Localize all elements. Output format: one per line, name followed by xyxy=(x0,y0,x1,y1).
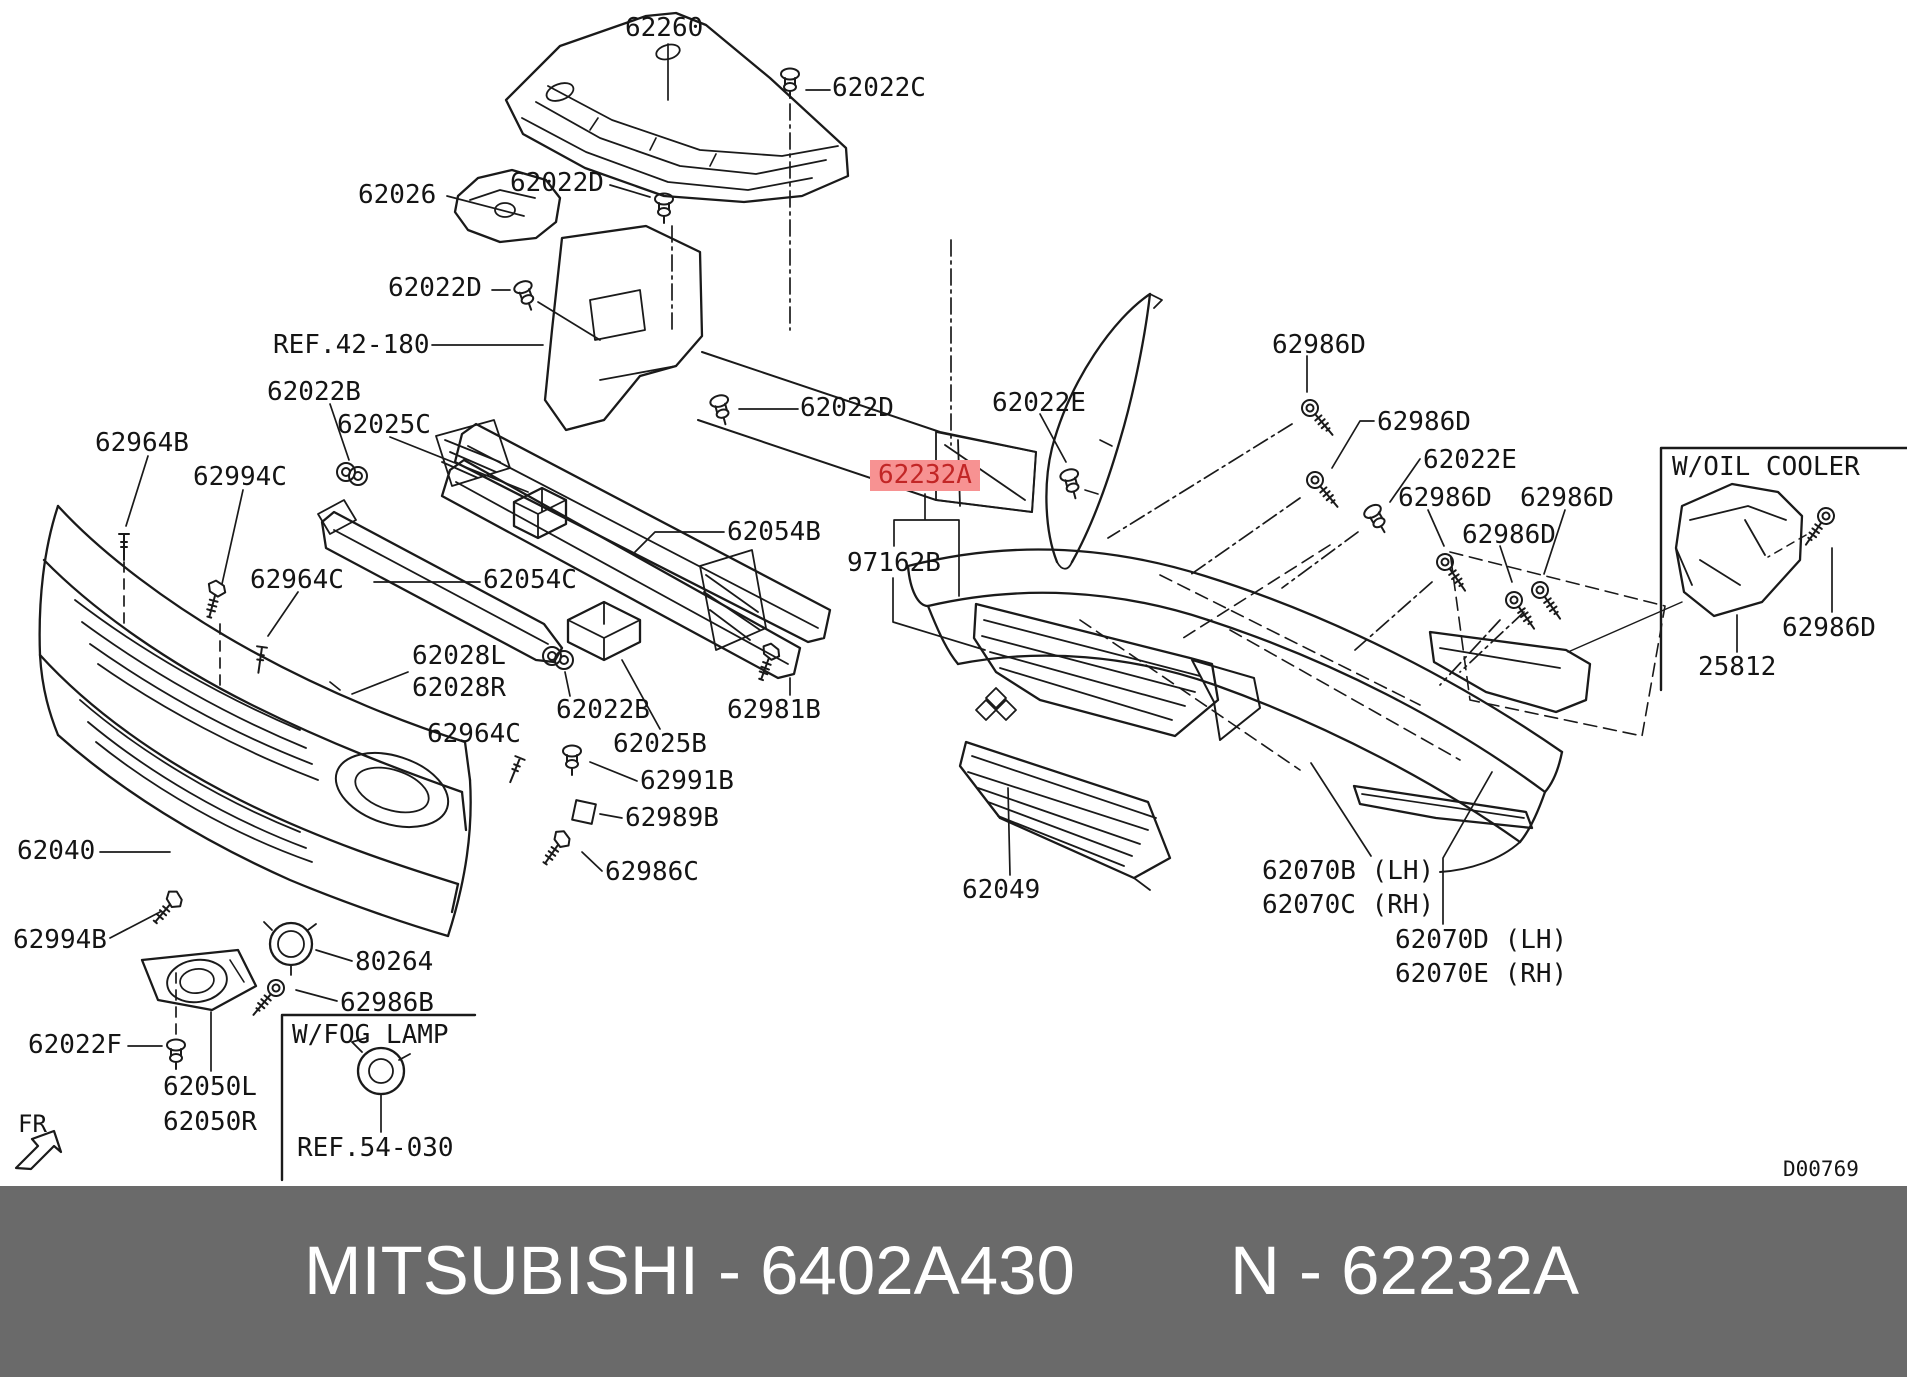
part-62070B-lower-molding xyxy=(1352,784,1534,830)
diagram-note-w-oil-cooler: W/OIL COOLER xyxy=(1672,452,1860,482)
part-label-62022d[interactable]: 62022D xyxy=(800,393,894,423)
part-label-62028r[interactable]: 62028R xyxy=(412,673,506,703)
part-radiator-support-ref42-180 xyxy=(543,224,1037,513)
part-62026-bracket xyxy=(453,168,562,244)
part-label-62022d[interactable]: 62022D xyxy=(510,168,604,198)
part-fog-bezel-62050 xyxy=(140,948,258,1012)
mitsubishi-emblem-icon xyxy=(975,687,1017,721)
footer-banner: MITSUBISHI - 6402A430 N - 62232A xyxy=(0,1186,1907,1377)
part-62054B-reinforcement xyxy=(435,419,832,680)
part-62049-lower-grille xyxy=(958,740,1172,891)
part-label-ref-42-180[interactable]: REF.42-180 xyxy=(273,330,430,360)
part-label-25812[interactable]: 25812 xyxy=(1698,652,1777,682)
part-label-62070e-rh[interactable]: 62070E (RH) xyxy=(1395,959,1568,989)
part-label-62025c[interactable]: 62025C xyxy=(337,410,431,440)
part-label-62981b[interactable]: 62981B xyxy=(727,695,821,725)
part-label-62026[interactable]: 62026 xyxy=(358,180,437,210)
part-label-62986c[interactable]: 62986C xyxy=(605,857,699,887)
part-label-62022d[interactable]: 62022D xyxy=(388,273,482,303)
part-label-62964b[interactable]: 62964B xyxy=(95,428,189,458)
part-label-62989b[interactable]: 62989B xyxy=(625,803,719,833)
part-label-62991b[interactable]: 62991B xyxy=(640,766,734,796)
part-label-62022f[interactable]: 62022F xyxy=(28,1030,122,1060)
part-25812-air-duct xyxy=(1674,482,1804,618)
part-label-62986d[interactable]: 62986D xyxy=(1520,483,1614,513)
part-label-62986d[interactable]: 62986D xyxy=(1377,407,1471,437)
part-62260-cowl-top-panel xyxy=(504,11,850,204)
part-label-62040[interactable]: 62040 xyxy=(17,836,96,866)
part-label-62994b[interactable]: 62994B xyxy=(13,925,107,955)
part-label-62022c[interactable]: 62022C xyxy=(832,73,926,103)
part-label-62986d[interactable]: 62986D xyxy=(1398,483,1492,513)
part-62054C-rail xyxy=(317,499,564,664)
part-label-62964c[interactable]: 62964C xyxy=(250,565,344,595)
fog-lamp-inset-box xyxy=(280,1013,477,1182)
part-62040-bumper-face xyxy=(38,504,472,938)
diagram-note-w-fog-lamp: W/FOG LAMP xyxy=(292,1020,449,1050)
part-label-62022e[interactable]: 62022E xyxy=(1423,445,1517,475)
part-label-62986d[interactable]: 62986D xyxy=(1782,613,1876,643)
part-label-62022b[interactable]: 62022B xyxy=(556,695,650,725)
part-label-62050l[interactable]: 62050L xyxy=(163,1072,257,1102)
part-label-62232a[interactable]: 62232A xyxy=(870,460,980,492)
part-label-62986d[interactable]: 62986D xyxy=(1272,330,1366,360)
part-80264-fog-lamp xyxy=(263,921,317,976)
part-label-62049[interactable]: 62049 xyxy=(962,875,1041,905)
part-label-62994c[interactable]: 62994C xyxy=(193,462,287,492)
part-label-62022b[interactable]: 62022B xyxy=(267,377,361,407)
part-label-62025b[interactable]: 62025B xyxy=(613,729,707,759)
hardware-fasteners xyxy=(117,67,1568,1071)
part-label-62028l[interactable]: 62028L xyxy=(412,641,506,671)
part-label-62054c[interactable]: 62054C xyxy=(483,565,577,595)
part-label-80264[interactable]: 80264 xyxy=(355,947,434,977)
part-label-62054b[interactable]: 62054B xyxy=(727,517,821,547)
construction-dash-lines xyxy=(1079,544,1666,771)
part-label-62260[interactable]: 62260 xyxy=(625,13,704,43)
part-label-62070b-lh[interactable]: 62070B (LH) xyxy=(1262,856,1435,886)
diagram-note-fr: FR xyxy=(18,1110,47,1138)
part-62070D-upper-molding xyxy=(1428,630,1592,714)
part-label-62070c-rh[interactable]: 62070C (RH) xyxy=(1262,890,1435,920)
part-label-ref-54-030[interactable]: REF.54-030 xyxy=(297,1133,454,1163)
leader-lines xyxy=(99,43,1566,1072)
oil-cooler-inset-box xyxy=(1567,446,1907,692)
banner-brand-part-number: MITSUBISHI - 6402A430 xyxy=(304,1232,1075,1309)
part-label-62070d-lh[interactable]: 62070D (LH) xyxy=(1395,925,1568,955)
part-label-62050r[interactable]: 62050R xyxy=(163,1107,257,1137)
diagram-note-d00769: D00769 xyxy=(1783,1157,1859,1181)
part-label-62964c[interactable]: 62964C xyxy=(427,719,521,749)
fr-direction-arrow-icon xyxy=(14,1129,63,1171)
part-label-62986d[interactable]: 62986D xyxy=(1462,520,1556,550)
part-62025B-absorber xyxy=(566,600,642,662)
part-label-97162b[interactable]: 97162B xyxy=(847,548,941,578)
part-62025C-absorber xyxy=(512,486,568,540)
part-label-62986b[interactable]: 62986B xyxy=(340,988,434,1018)
banner-reference-number: N - 62232A xyxy=(1230,1232,1580,1309)
part-label-62022e[interactable]: 62022E xyxy=(992,388,1086,418)
